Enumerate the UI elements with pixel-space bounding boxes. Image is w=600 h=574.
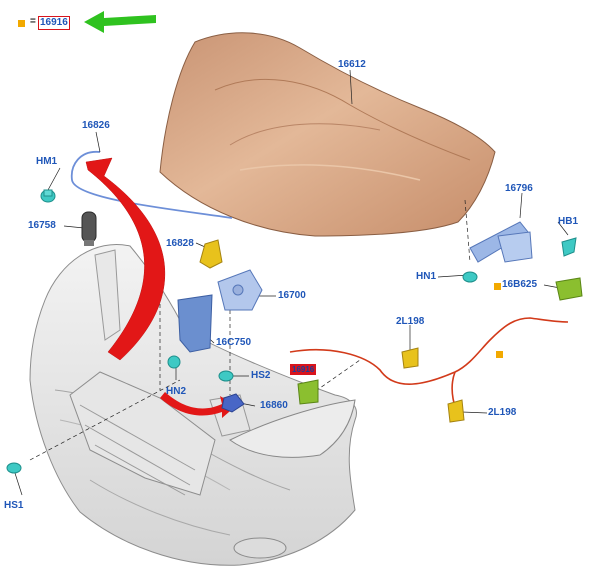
hinge-icon <box>469 221 533 263</box>
label-hn2[interactable]: HN2 <box>166 386 187 397</box>
hn2-nut-icon <box>167 355 181 369</box>
ajar-switch-icon <box>555 277 583 301</box>
label-hood[interactable]: 16612 <box>338 59 366 70</box>
prop-rod-clip-icon <box>199 239 223 269</box>
hm1-fastener-icon <box>40 189 56 203</box>
legend-part-number[interactable]: 16916 <box>38 16 70 30</box>
label-release-handle[interactable]: 16860 <box>260 400 288 411</box>
label-hb1[interactable]: HB1 <box>558 216 579 227</box>
label-hidden-part[interactable]: 16916 <box>290 364 317 375</box>
label-bumper-stop[interactable]: 16758 <box>28 220 56 231</box>
connector-bottom-icon <box>447 399 465 423</box>
label-hm1[interactable]: HM1 <box>36 156 58 167</box>
label-hinge[interactable]: 16796 <box>505 183 533 194</box>
label-latch[interactable]: 16700 <box>278 290 306 301</box>
hidden-part-icon <box>297 379 319 405</box>
label-switch[interactable]: 16B625 <box>502 279 538 290</box>
bumper-stop-icon <box>81 211 97 246</box>
hs2-screw-icon <box>218 370 234 382</box>
hn1-nut-icon <box>462 271 478 283</box>
connector-marker-icon <box>496 351 503 358</box>
hs1-screw-icon <box>6 462 22 474</box>
hood-release-cable <box>70 151 233 219</box>
label-connector-bottom[interactable]: 2L198 <box>488 407 517 418</box>
green-arrow-icon <box>84 11 156 33</box>
latch-bracket-icon <box>177 294 213 353</box>
label-latch-bracket[interactable]: 16C750 <box>216 337 252 348</box>
label-hn1[interactable]: HN1 <box>416 271 437 282</box>
hood-panel <box>159 32 496 237</box>
connector-top-icon <box>401 347 419 369</box>
red-arrow-up <box>85 157 166 361</box>
label-hs1[interactable]: HS1 <box>4 500 24 511</box>
label-hs2[interactable]: HS2 <box>251 370 271 381</box>
legend-marker-icon <box>18 20 25 27</box>
hood-latch-icon <box>217 269 263 311</box>
release-handle-icon <box>221 393 245 413</box>
label-cable[interactable]: 16826 <box>82 120 110 131</box>
label-prop-clip[interactable]: 16828 <box>166 238 194 249</box>
hb1-bolt-icon <box>561 237 577 257</box>
front-bumper <box>29 244 357 566</box>
red-arrow-right <box>160 392 236 418</box>
legend-equals: = <box>30 16 36 27</box>
switch-marker-icon <box>494 283 501 290</box>
label-connector-top[interactable]: 2L198 <box>396 316 425 327</box>
release-cable-lower <box>289 317 569 385</box>
